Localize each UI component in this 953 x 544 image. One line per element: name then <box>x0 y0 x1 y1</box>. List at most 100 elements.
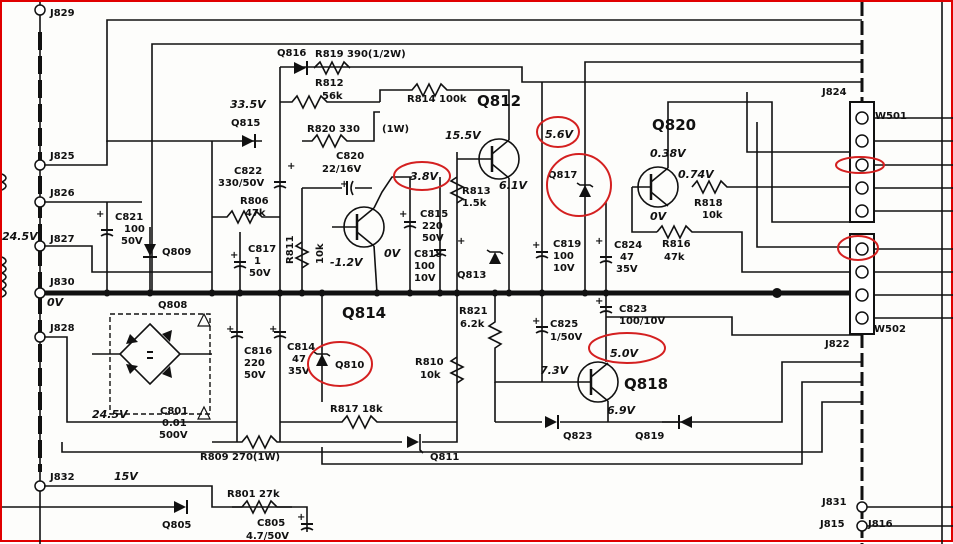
label-c816: C816 <box>244 346 272 357</box>
capacitor-c824 <box>599 256 613 264</box>
resistor-r821 <box>487 293 572 383</box>
svg-text:+: + <box>96 209 104 220</box>
label-c817-b: 50V <box>249 268 271 279</box>
resistor-r801 <box>232 499 292 515</box>
label-c821: C821 <box>115 212 143 223</box>
label-q805: Q805 <box>162 520 191 531</box>
label-w501: W501 <box>875 111 907 122</box>
label-q820: Q820 <box>652 116 696 134</box>
jack-j831 <box>856 501 868 513</box>
label-j829: J829 <box>49 8 75 19</box>
wire-q814-e <box>373 245 378 294</box>
label-c801: C801 <box>160 406 188 417</box>
label-q816: Q816 <box>277 48 306 59</box>
label-q811: Q811 <box>430 452 459 463</box>
wire-q820-c <box>667 101 862 223</box>
label-q812: Q812 <box>477 92 521 110</box>
jack-j828 <box>34 331 46 343</box>
label-r818: R818 <box>694 198 723 209</box>
label-r821-val: 6.2k <box>460 319 485 330</box>
wire-top-1 <box>151 43 862 293</box>
bus-junction <box>772 288 782 298</box>
svg-text:+: + <box>595 296 603 307</box>
diode-q811 <box>407 434 424 454</box>
label-c824-b: 35V <box>616 264 638 275</box>
label-r812-val: 56k <box>322 91 343 102</box>
diode-q819 <box>678 415 692 429</box>
label-q808: Q808 <box>158 300 187 311</box>
diode-q816 <box>294 61 308 75</box>
label-r820: R820 330 <box>307 124 360 135</box>
volt-0v-q814: 0V <box>384 247 402 260</box>
wire-right-60 <box>584 61 862 67</box>
label-c817-a: 1 <box>254 256 261 267</box>
wire-q820-b <box>631 187 657 233</box>
wire-j827 <box>44 245 212 273</box>
resistor-r817 <box>280 414 457 430</box>
jack-j825 <box>34 159 46 171</box>
resistor-r813 <box>449 176 465 204</box>
label-c822-val: 330/50V <box>218 178 264 189</box>
label-r816-val: 47k <box>664 252 685 263</box>
wire-right-150 <box>746 92 862 153</box>
label-j827: J827 <box>49 234 75 245</box>
connector-w502 <box>849 233 875 335</box>
volt-3-8: 3.8V <box>410 170 439 183</box>
label-j826: J826 <box>49 188 75 199</box>
label-r819: R819 390(1/2W) <box>315 49 406 60</box>
red-annotations <box>307 116 885 387</box>
label-r820-w: (1W) <box>382 124 409 135</box>
label-j831: J831 <box>821 497 847 508</box>
diode-q810 <box>313 351 331 366</box>
label-j816: J816 <box>867 519 893 530</box>
label-r821: R821 <box>459 306 488 317</box>
capacitor-c817 <box>233 261 247 269</box>
volt-7-3: 7.3V <box>540 364 569 377</box>
wire-right-380 <box>321 381 862 465</box>
label-r810-val: 10k <box>420 370 441 381</box>
label-q817: Q817 <box>548 170 577 181</box>
jack-j830 <box>34 287 46 299</box>
wire-right-400 <box>61 401 862 453</box>
label-c821-b: 50V <box>121 236 143 247</box>
wire-q814-c <box>373 176 412 209</box>
label-r814: R814 100k <box>407 94 467 105</box>
label-r806-val: 47k <box>245 208 266 219</box>
svg-text:+: + <box>457 236 465 247</box>
diode-q809 <box>143 244 157 258</box>
bridge-q808 <box>109 313 211 415</box>
wire-top-2 <box>280 66 862 83</box>
volt-6-9: 6.9V <box>607 404 636 417</box>
label-c814-a: 47 <box>292 354 306 365</box>
wire-j828 <box>44 336 237 423</box>
svg-text:+: + <box>532 240 540 251</box>
capacitor-c820 <box>346 180 354 196</box>
volt-0v-q820: 0V <box>650 210 668 223</box>
wire-right-360 <box>662 361 862 423</box>
volt-15-5: 15.5V <box>445 129 482 142</box>
annotation-5-0v <box>588 332 666 364</box>
label-c817: C817 <box>248 244 276 255</box>
capacitor-c805 <box>300 523 314 531</box>
label-r811-val: 10k <box>315 243 326 264</box>
label-c819-a: 100 <box>553 251 574 262</box>
resistor-r820 <box>302 111 380 149</box>
label-q814: Q814 <box>342 304 386 322</box>
label-r809: R809 270(1W) <box>200 452 280 463</box>
transistor-q814 <box>332 206 385 248</box>
label-c816-a: 220 <box>244 358 265 369</box>
label-c818-b: 10V <box>414 273 436 284</box>
jack-j815 <box>856 520 868 532</box>
label-w502: W502 <box>874 324 906 335</box>
resistor-r819 <box>313 60 351 76</box>
annotation-q810 <box>307 341 373 387</box>
label-r811: R811 <box>285 235 296 264</box>
label-j832: J832 <box>49 472 75 483</box>
label-c823: C823 <box>619 304 647 315</box>
label-c820-val: 22/16V <box>322 164 361 175</box>
volt-neg-1-2: -1.2V <box>330 256 364 269</box>
label-c814: C814 <box>287 342 315 353</box>
svg-text:+: + <box>399 209 407 220</box>
label-c821-a: 100 <box>124 224 145 235</box>
jack-j829 <box>34 4 46 16</box>
